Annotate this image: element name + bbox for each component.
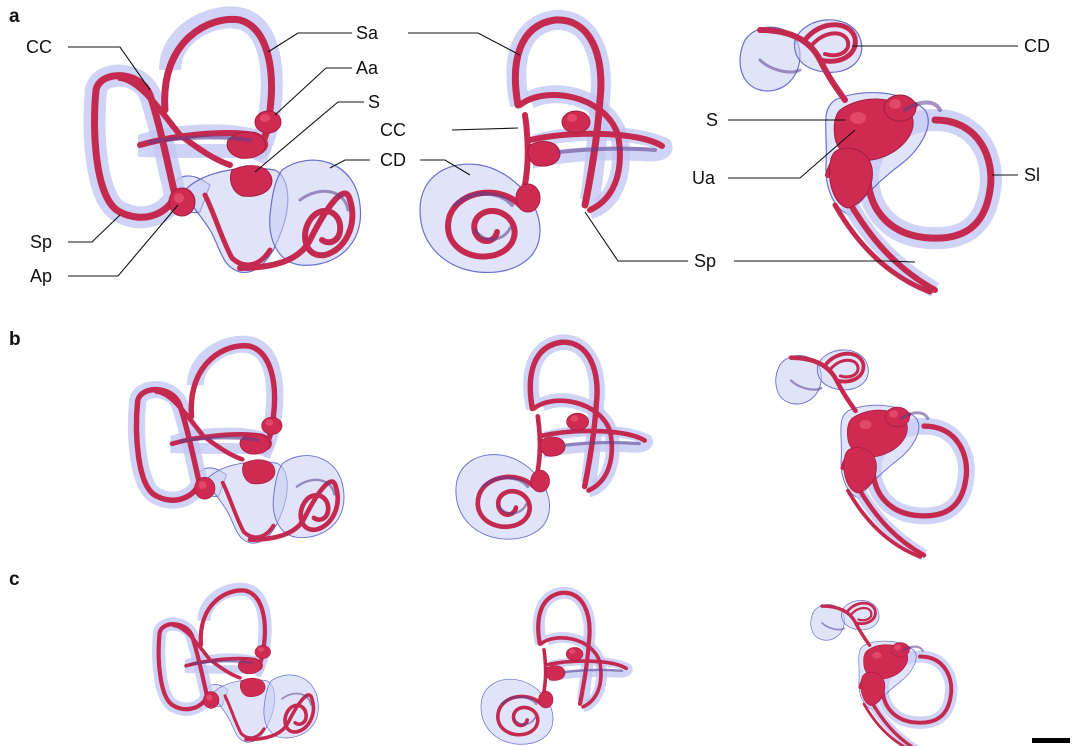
label-sa-lateral: Sa xyxy=(356,23,379,43)
label-sp-lateral: Sp xyxy=(30,232,52,252)
inner-ear-superior-view-a xyxy=(740,20,991,292)
panel-letter-b: b xyxy=(9,329,21,350)
panel-a: CC Sa Aa S CD Sp Ap CC Sp CD S Ua Sl xyxy=(26,17,1050,292)
label-aa-lateral: Aa xyxy=(356,58,379,78)
label-ap-lateral: Ap xyxy=(30,266,52,286)
label-cc-lateral: CC xyxy=(26,37,52,57)
label-cd-lateral: CD xyxy=(380,150,406,170)
label-s-superior: S xyxy=(706,110,718,130)
inner-ear-superior-view-b xyxy=(776,350,967,557)
inner-ear-lateral-view-c xyxy=(159,589,319,742)
label-cd-superior: CD xyxy=(1024,36,1050,56)
leader-sa-1 xyxy=(268,33,352,52)
panel-letter-c: c xyxy=(9,569,20,590)
inner-ear-lateral-view-b xyxy=(137,344,344,543)
panel-letter-a: a xyxy=(9,6,20,27)
leader-sp-2 xyxy=(585,212,688,261)
label-sl-superior: Sl xyxy=(1024,165,1040,185)
label-cc-anterior: CC xyxy=(380,120,406,140)
inner-ear-superior-view-c xyxy=(811,600,952,746)
label-s-lateral: S xyxy=(368,92,380,112)
label-ua-superior: Ua xyxy=(692,168,716,188)
inner-ear-lateral-view-a xyxy=(95,17,361,272)
leader-sa-2 xyxy=(408,33,520,55)
label-sp-anterior: Sp xyxy=(694,251,716,271)
inner-ear-anterior-view-a xyxy=(420,20,666,272)
panel-c xyxy=(159,589,952,746)
inner-ear-anterior-view-b xyxy=(456,342,648,539)
panel-b xyxy=(137,342,967,557)
leader-aa-1 xyxy=(275,68,352,115)
leader-cc-2 xyxy=(452,128,518,130)
inner-ear-anterior-view-c xyxy=(481,593,628,744)
scale-bar xyxy=(1032,738,1070,743)
